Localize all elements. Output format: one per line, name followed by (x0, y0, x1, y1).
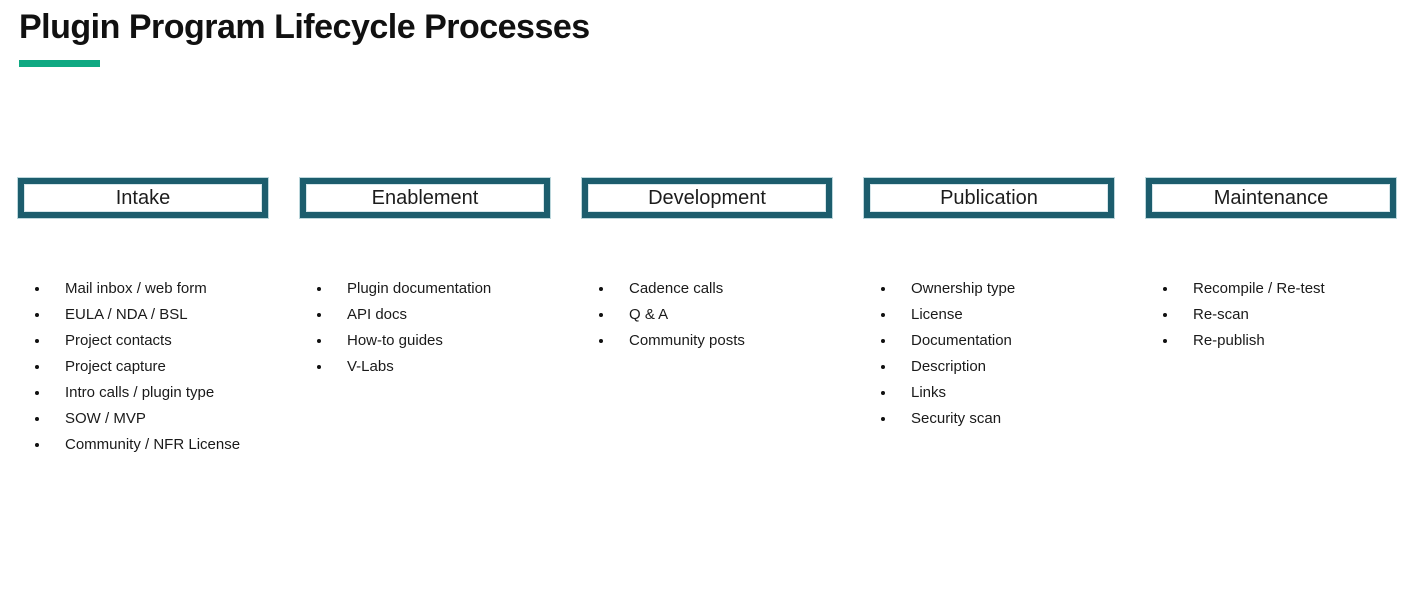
list-item: Cadence calls (582, 276, 832, 302)
stage-column-publication: Publication Ownership type License Docum… (863, 177, 1115, 458)
list-item: Description (864, 354, 1114, 380)
stage-header-development: Development (581, 177, 833, 219)
list-item: Security scan (864, 406, 1114, 432)
lifecycle-columns: Intake Mail inbox / web form EULA / NDA … (17, 177, 1397, 458)
list-item: Project contacts (18, 328, 268, 354)
list-item: SOW / MVP (18, 406, 268, 432)
title-accent-bar (19, 60, 100, 67)
list-item: Q & A (582, 302, 832, 328)
stage-header-publication: Publication (863, 177, 1115, 219)
stage-list-maintenance: Recompile / Re-test Re-scan Re-publish (1146, 276, 1396, 354)
list-item: Recompile / Re-test (1146, 276, 1396, 302)
stage-header-maintenance: Maintenance (1145, 177, 1397, 219)
list-item: EULA / NDA / BSL (18, 302, 268, 328)
list-item: License (864, 302, 1114, 328)
stage-column-intake: Intake Mail inbox / web form EULA / NDA … (17, 177, 269, 458)
stage-column-enablement: Enablement Plugin documentation API docs… (299, 177, 551, 458)
list-item: Community / NFR License (18, 432, 268, 458)
list-item: Re-publish (1146, 328, 1396, 354)
stage-column-maintenance: Maintenance Recompile / Re-test Re-scan … (1145, 177, 1397, 458)
stage-list-publication: Ownership type License Documentation Des… (864, 276, 1114, 432)
stage-list-enablement: Plugin documentation API docs How-to gui… (300, 276, 550, 380)
list-item: Plugin documentation (300, 276, 550, 302)
list-item: Documentation (864, 328, 1114, 354)
list-item: API docs (300, 302, 550, 328)
list-item: Ownership type (864, 276, 1114, 302)
list-item: Mail inbox / web form (18, 276, 268, 302)
page-title: Plugin Program Lifecycle Processes (19, 8, 590, 46)
list-item: Community posts (582, 328, 832, 354)
list-item: Re-scan (1146, 302, 1396, 328)
stage-header-intake: Intake (17, 177, 269, 219)
list-item: Project capture (18, 354, 268, 380)
list-item: How-to guides (300, 328, 550, 354)
list-item: Links (864, 380, 1114, 406)
stage-header-enablement: Enablement (299, 177, 551, 219)
stage-column-development: Development Cadence calls Q & A Communit… (581, 177, 833, 458)
stage-list-intake: Mail inbox / web form EULA / NDA / BSL P… (18, 276, 268, 458)
stage-list-development: Cadence calls Q & A Community posts (582, 276, 832, 354)
list-item: Intro calls / plugin type (18, 380, 268, 406)
list-item: V-Labs (300, 354, 550, 380)
